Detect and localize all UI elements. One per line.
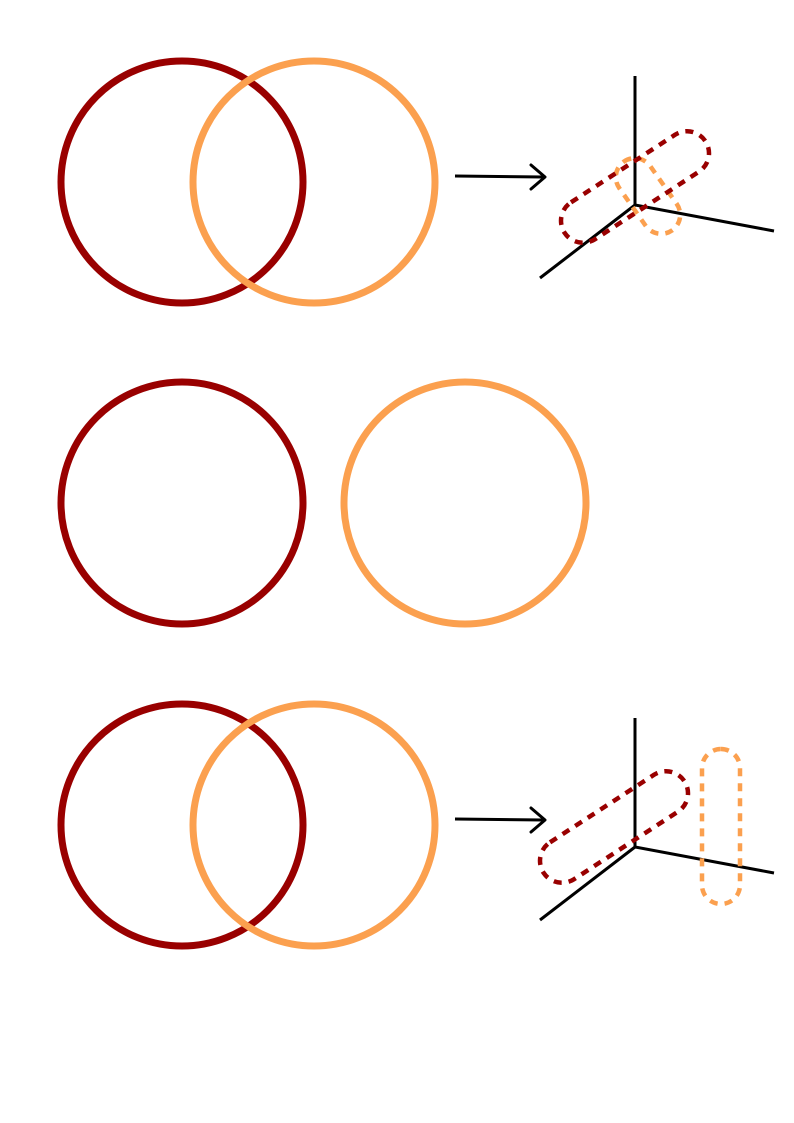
- row-overlapping-top: [57, 57, 775, 307]
- dark-red-projection-ellipse: [558, 128, 712, 246]
- dark-red-circle: [57, 57, 307, 307]
- orange-circle: [340, 378, 590, 628]
- axes-3d: [539, 76, 775, 280]
- orange-circle: [189, 57, 439, 307]
- row-overlapping-bottom: [57, 700, 775, 950]
- orange-circle: [189, 700, 439, 950]
- arrow-right: [454, 163, 547, 191]
- row-separated-middle: [57, 378, 590, 628]
- axes-3d: [539, 718, 775, 922]
- dark-red-circle: [57, 378, 307, 628]
- dark-red-circle: [57, 700, 307, 950]
- orange-projection-ellipse: [613, 155, 683, 237]
- arrow-right: [454, 806, 547, 834]
- orange-projection-ellipse: [699, 746, 743, 907]
- dark-red-projection-ellipse: [537, 768, 691, 886]
